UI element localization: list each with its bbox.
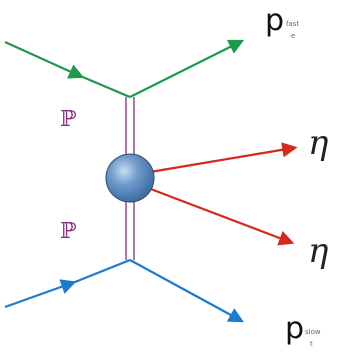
proton-bottom-incoming [4, 279, 77, 309]
proton-bottom-incoming-rest [69, 258, 131, 286]
proton-bottom-symbol: p [285, 311, 304, 346]
proton-top-symbol: p [265, 3, 284, 38]
pomeron-line-bottom [125, 198, 135, 260]
proton-top-sub-lower: e [291, 32, 295, 40]
proton-label-bottom: p slow t [285, 311, 321, 348]
proton-label-top: p fast e [265, 3, 299, 40]
interaction-blob [105, 153, 155, 203]
proton-top-outgoing [129, 39, 245, 98]
pomeron-line-top [125, 97, 135, 160]
pomeron-label-top: ℙ [60, 107, 77, 132]
proton-top-sub-upper: fast [286, 20, 299, 28]
pomeron-label-bottom: ℙ [60, 219, 77, 244]
proton-bottom-sub-lower: t [310, 340, 313, 348]
proton-bottom-sub-upper: slow [305, 328, 321, 336]
proton-top-incoming-rest [77, 73, 131, 99]
eta-label-top: η [308, 123, 329, 163]
proton-line-bottom [4, 258, 245, 323]
proton-line-top [4, 39, 245, 99]
eta-line-top [149, 142, 298, 174]
proton-bottom-outgoing [129, 259, 245, 323]
eta-label-bottom: η [308, 231, 329, 271]
proton-top-incoming [4, 40, 85, 79]
eta-line-bottom [147, 186, 295, 246]
